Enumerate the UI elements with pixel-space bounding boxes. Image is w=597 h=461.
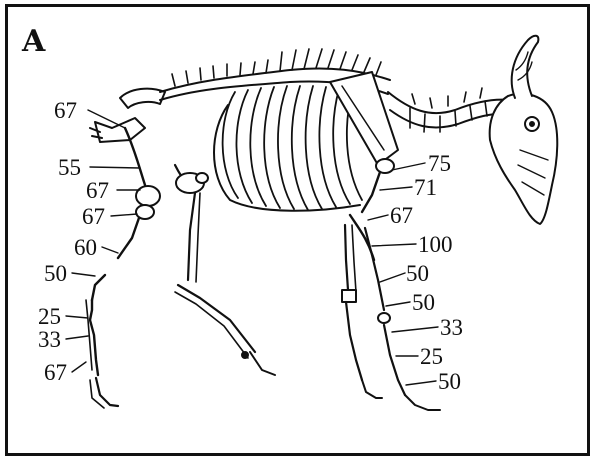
rib-cage [214, 86, 362, 211]
hind-label-6: 50 [44, 262, 67, 285]
fore-label-8: 25 [420, 345, 443, 368]
hind-label-7: 25 [38, 305, 61, 328]
fore-limb-far [342, 225, 382, 398]
fore-label-5: 50 [406, 262, 429, 285]
hind-label-8: 33 [38, 328, 61, 351]
hind-label-4: 67 [82, 205, 105, 228]
fore-label-2: 71 [414, 176, 437, 199]
hind-label-9: 67 [44, 361, 67, 384]
fore-label-4: 100 [418, 233, 453, 256]
hind-label-5: 60 [74, 236, 97, 259]
scapula [330, 72, 398, 165]
hind-label-2: 55 [58, 156, 81, 179]
fore-label-6: 50 [412, 291, 435, 314]
fore-label-3: 67 [390, 204, 413, 227]
skull [490, 36, 558, 224]
fore-label-7: 33 [440, 316, 463, 339]
hind-label-3: 67 [86, 179, 109, 202]
hind-label-1: 67 [54, 99, 77, 122]
hind-limb-near [86, 128, 160, 408]
fore-label-9: 50 [438, 370, 461, 393]
fore-label-1: 75 [428, 152, 451, 175]
